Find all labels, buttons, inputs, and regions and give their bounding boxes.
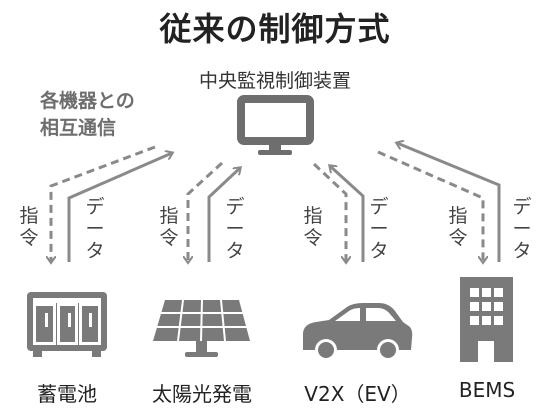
data-char: ー: [512, 218, 532, 240]
command-char: 指: [303, 205, 323, 227]
data-arrow-car: [330, 166, 365, 262]
mutual-note-line2: 相互通信: [40, 117, 117, 139]
monitor-icon: [237, 95, 314, 155]
solar-panel-icon: [153, 299, 250, 357]
data-char: デ: [369, 196, 389, 218]
command-arrow-solar: [188, 161, 224, 262]
arrows-car: [312, 162, 365, 262]
building-icon: [460, 277, 513, 362]
command-char: 令: [19, 227, 39, 249]
device-label-bems: BEMS: [458, 378, 516, 402]
mutual-note-line1: 各機器との: [40, 90, 135, 112]
battery-icon: [27, 292, 107, 357]
command-char: 指: [159, 205, 179, 227]
data-arrow-bems: [397, 143, 501, 262]
command-label-car: 指 令: [302, 205, 324, 249]
data-char: デ: [85, 196, 105, 218]
car-icon: [303, 303, 413, 361]
command-label-bems: 指 令: [447, 205, 469, 249]
data-label-car: デ ー タ: [368, 196, 390, 262]
data-arrow-battery: [67, 153, 172, 262]
command-char: 令: [448, 227, 468, 249]
data-char: ー: [85, 218, 105, 240]
data-label-solar: デ ー タ: [224, 196, 246, 262]
command-arrow-battery: [51, 145, 156, 262]
command-arrow-car: [312, 162, 346, 262]
command-label-battery: 指 令: [18, 205, 40, 249]
data-char: ー: [369, 218, 389, 240]
device-label-battery: 蓄電池: [37, 382, 97, 406]
command-char: 指: [19, 205, 39, 227]
data-char: デ: [512, 196, 532, 218]
data-char: タ: [225, 240, 245, 262]
data-arrow-solar: [207, 168, 240, 262]
data-label-battery: デ ー タ: [84, 196, 106, 262]
diagram-title: 従来の制御方式: [159, 10, 391, 48]
data-label-bems: デ ー タ: [511, 196, 533, 262]
command-label-solar: 指 令: [158, 205, 180, 249]
command-arrow-bems: [377, 150, 483, 262]
arrows-battery: [51, 145, 172, 262]
central-controller-label: 中央監視制御装置: [198, 70, 351, 92]
command-char: 令: [159, 227, 179, 249]
device-label-car: V2X（EV）: [304, 382, 411, 406]
arrows-bems: [377, 143, 501, 262]
device-label-solar: 太陽光発電: [152, 382, 252, 406]
command-char: 指: [448, 205, 468, 227]
command-char: 令: [303, 227, 323, 249]
mutual-communication-note: 各機器との 相互通信: [40, 88, 135, 142]
data-char: タ: [512, 240, 532, 262]
data-char: デ: [225, 196, 245, 218]
data-char: タ: [369, 240, 389, 262]
arrows-solar: [188, 161, 240, 262]
data-char: ー: [225, 218, 245, 240]
data-char: タ: [85, 240, 105, 262]
